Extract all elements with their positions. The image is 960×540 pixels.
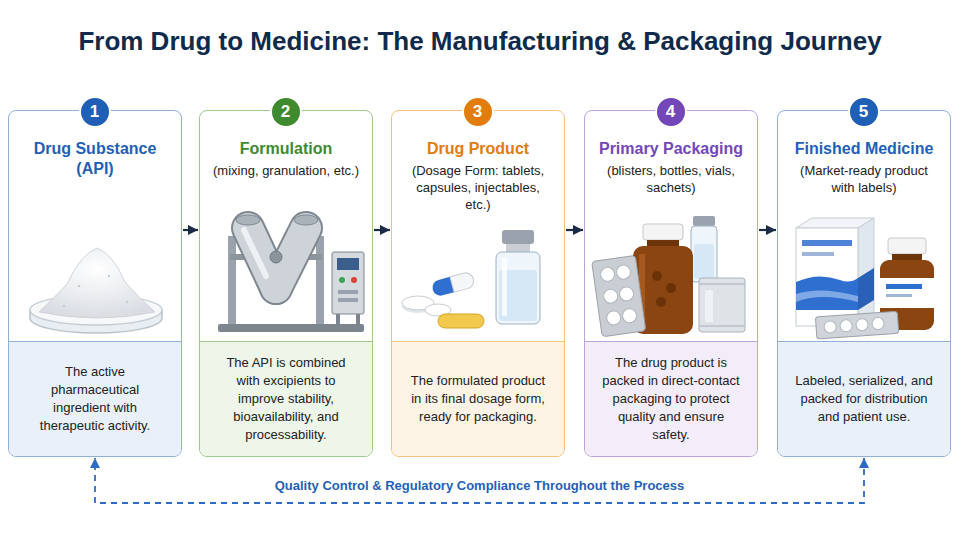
step-number-circle: 3 [462, 96, 494, 128]
api-powder-illustration [9, 206, 183, 341]
stage-description: Labeled, serialized, and packed for dist… [778, 372, 950, 426]
step-number: 2 [281, 102, 290, 122]
dosage-forms-illustration [392, 206, 566, 341]
stage-heading: Formulation [210, 139, 362, 159]
step-number-circle: 2 [270, 96, 302, 128]
process-stage-card: Drug Product (Dosage Form: tablets, capsu… [391, 110, 565, 457]
edge-label: Quality Control & Regulatory Compliance … [269, 477, 691, 494]
card-header: Primary Packaging (blisters, bottles, via… [595, 139, 747, 196]
process-stage-card: Primary Packaging (blisters, bottles, via… [584, 110, 758, 457]
stage-heading: Finished Medicine [788, 139, 940, 159]
stage-description: The API is combined with excipients to i… [200, 354, 372, 444]
stage-subheading: (Market-ready product with labels) [788, 162, 940, 196]
stage-description: The active pharmaceutical ingredient wit… [9, 363, 181, 435]
v-blender-illustration [200, 206, 374, 341]
stage-subheading: (Dosage Form: tablets, capsules, injecta… [402, 162, 554, 213]
flow-arrow [374, 229, 390, 231]
process-stage-card: Finished Medicine (Market-ready product w… [777, 110, 951, 457]
finished-medicine-illustration [778, 206, 952, 341]
stage-heading: Primary Packaging [595, 139, 747, 159]
card-header: Formulation (mixing, granulation, etc.) [210, 139, 362, 179]
card-header: Drug Substance (API) [19, 139, 171, 179]
diagram-title: From Drug to Medicine: The Manufacturing… [10, 26, 950, 57]
step-number: 1 [90, 102, 99, 122]
process-stage-card: Formulation (mixing, granulation, etc.) Th… [199, 110, 373, 457]
step-number-circle: 1 [79, 96, 111, 128]
flow-arrow [759, 229, 776, 231]
stage-description: The drug product is packed in direct-con… [585, 354, 757, 444]
flow-arrow [183, 229, 198, 231]
step-number-circle: 5 [848, 96, 880, 128]
description-panel: The drug product is packed in direct-con… [585, 341, 757, 456]
primary-packaging-illustration [585, 206, 759, 341]
description-panel: Labeled, serialized, and packed for dist… [778, 341, 950, 456]
description-panel: The active pharmaceutical ingredient wit… [9, 341, 181, 456]
description-panel: The API is combined with excipients to i… [200, 341, 372, 456]
process-stage-card: Drug Substance (API) The active pharmaceu… [8, 110, 182, 457]
stage-subheading: (mixing, granulation, etc.) [210, 162, 362, 179]
step-number: 3 [473, 102, 482, 122]
feedback-loop-arrow [95, 458, 864, 503]
stage-description: The formulated product in its final dosa… [392, 372, 564, 426]
step-number-circle: 4 [655, 96, 687, 128]
flow-arrow [566, 229, 583, 231]
card-header: Finished Medicine (Market-ready product w… [788, 139, 940, 196]
card-header: Drug Product (Dosage Form: tablets, capsu… [402, 139, 554, 213]
step-number: 4 [666, 102, 675, 122]
stage-heading: Drug Product [402, 139, 554, 159]
stage-subheading: (blisters, bottles, vials, sachets) [595, 162, 747, 196]
description-panel: The formulated product in its final dosa… [392, 341, 564, 456]
step-number: 5 [859, 102, 868, 122]
stage-heading: Drug Substance (API) [19, 139, 171, 179]
